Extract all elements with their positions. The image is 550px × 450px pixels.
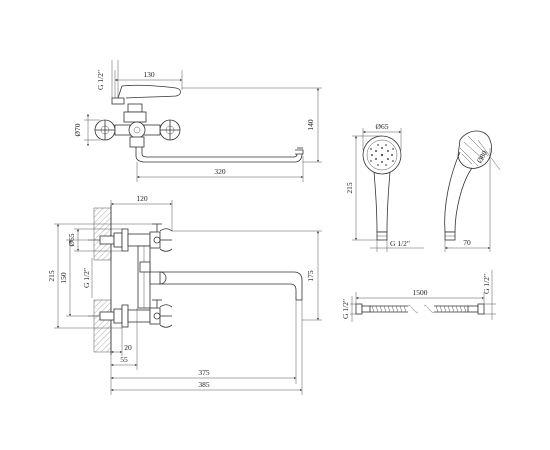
top-dim-320-label: 320 (214, 167, 226, 176)
front-dim-120-label: 120 (136, 194, 148, 203)
side-dim-70-label: 70 (463, 238, 471, 247)
shower-dim-diameter: Ø65 (362, 122, 402, 150)
front-dim-thread-label: G 1/2" (82, 268, 91, 288)
front-dim-55-label: 55 (120, 355, 128, 364)
shower-dim-215: 215 (345, 135, 382, 241)
hose-dim-1500-label: 1500 (413, 288, 428, 297)
wall-hatch-bottom (93, 299, 112, 353)
shower-dim-thread-label: G 1/2" (390, 239, 410, 248)
top-dim-140-label: 140 (306, 119, 315, 131)
front-lower-valve (99, 299, 173, 328)
front-body (137, 245, 303, 309)
top-dim-thread-label: G 1/2" (96, 70, 105, 90)
hose-dim-thread-left-label: G 1/2" (341, 299, 350, 319)
wall-hatch-top (93, 207, 112, 261)
hose-dim-1500: 1500 (355, 288, 485, 304)
shower-head-holes (370, 144, 394, 166)
top-dim-130: 130 (114, 70, 183, 98)
front-dim-20: 20 (111, 327, 132, 356)
top-view-faucet-body (94, 84, 304, 163)
top-dim-140: 140 (182, 87, 322, 163)
front-dim-120: 120 (110, 194, 173, 231)
front-dim-175-label: 175 (306, 270, 315, 282)
shower-head-side: Ø80 70 (444, 130, 501, 252)
front-dim-215-label: 215 (47, 270, 56, 282)
front-view: 120 Ø65 G 1/2" 150 215 (47, 194, 322, 395)
shower-dim-thread: G 1/2" (370, 239, 424, 252)
front-dim-375: 375 (111, 300, 297, 384)
hose-dim-thread-right-label: G 1/2" (482, 274, 491, 294)
front-upper-valve (99, 223, 173, 252)
front-dim-150-label: 150 (59, 272, 68, 284)
front-dim-385: 385 (110, 300, 303, 395)
top-view: 130 G 1/2" Ø70 140 320 (73, 60, 322, 182)
front-dim-375-label: 375 (198, 368, 210, 377)
shower-dim-215-label: 215 (345, 182, 354, 194)
top-dim-diameter-label: Ø70 (73, 123, 82, 136)
top-dim-diameter: Ø70 (73, 114, 100, 146)
side-dim-70: 70 (444, 148, 491, 252)
front-dim-55: 55 (110, 308, 138, 370)
hose-dim-thread-right: G 1/2" (482, 270, 496, 320)
shower-hose: 1500 G 1/2" G 1/2" (341, 270, 496, 322)
top-dim-130-label: 130 (143, 70, 155, 79)
front-dim-385-label: 385 (198, 380, 210, 389)
front-dim-20-label: 20 (124, 343, 132, 352)
hose-dim-thread-left: G 1/2" (341, 296, 356, 322)
front-dim-150: 150 (59, 239, 100, 317)
shower-dim-diameter-label: Ø65 (376, 122, 389, 131)
front-dim-175: 175 (172, 230, 322, 321)
top-dim-thread: G 1/2" (96, 60, 119, 98)
shower-head-front: Ø65 215 G 1/2" (345, 122, 424, 252)
top-dim-320: 320 (136, 156, 304, 182)
front-dim-215: 215 (47, 223, 152, 329)
